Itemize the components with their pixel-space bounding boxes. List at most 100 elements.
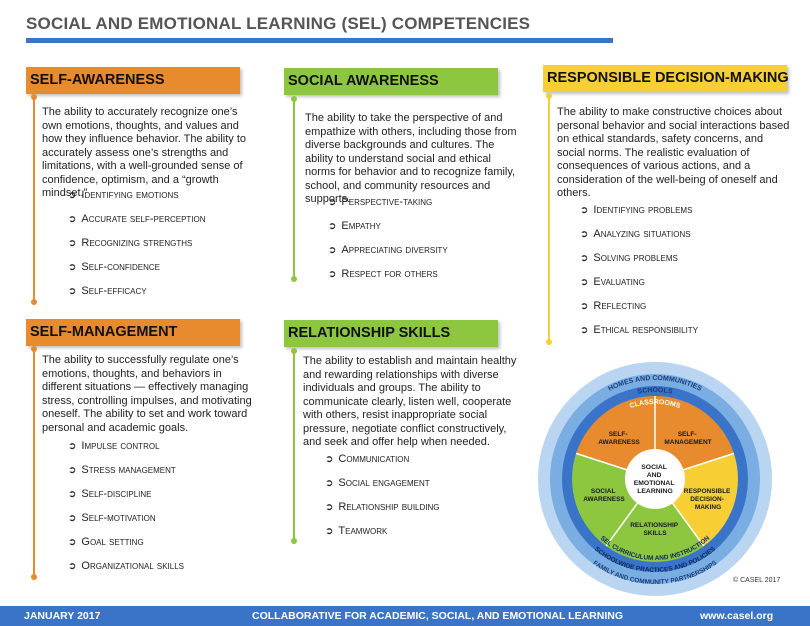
competency-label: Relationship building [338,501,440,513]
arrow-bullet-icon: ➲ [68,441,77,452]
self-awareness-list: ➲Identifying emotions➲Accurate self-perc… [68,188,206,308]
competency-label: Self-discipline [81,488,152,500]
competency-label: Organizational skills [81,560,184,572]
arrow-bullet-icon: ➲ [325,454,334,465]
competency-item: ➲ Reflecting [580,299,698,323]
competency-label: Social engagement [338,477,430,489]
competency-item: ➲ Impulse control [68,439,184,463]
social-awareness-list: ➲Perspective-taking➲Empathy➲Appreciating… [328,195,448,291]
competency-label: Analyzing situations [593,228,691,240]
competency-label: Teamwork [338,525,388,537]
arrow-bullet-icon: ➲ [68,238,77,249]
arrow-bullet-icon: ➲ [580,229,589,240]
arrow-bullet-icon: ➲ [68,262,77,273]
center-label: SOCIAL AND EMOTIONAL LEARNING [634,464,677,495]
competency-item: ➲ Teamwork [325,524,439,548]
competency-item: ➲Empathy [328,219,448,243]
competency-item: ➲ Perspective-taking [328,195,448,219]
segment-label-social: SOCIAL AWARENESS [583,488,625,503]
competency-item: ➲ Self-efficacy [68,284,206,308]
competency-item: ➲Stress management [68,463,184,487]
competency-label: Solving problems [593,252,678,264]
competency-item: ➲ Respect for others [328,267,448,291]
ring-label-classrooms: CLASSROOMS [629,399,682,410]
competency-label: Goal setting [81,536,144,548]
self-management-heading: SELF-MANAGEMENT [26,319,240,346]
page-title: SOCIAL AND EMOTIONAL LEARNING (SEL) COMP… [26,14,531,33]
social-awareness-heading: SOCIAL AWARENESS [284,68,498,95]
footer-organization: COLLABORATIVE FOR ACADEMIC, SOCIAL, AND … [252,610,623,622]
competency-item: ➲ Social engagement [325,476,439,500]
self-management-line [31,346,37,580]
self-management-list: ➲Impulse control➲Stress management➲Self-… [68,439,184,583]
competency-label: Evaluating [593,276,645,288]
competency-item: ➲Identifying emotions [68,188,206,212]
competency-item: ➲ Analyzing situations [580,227,698,251]
competency-item: ➲ Self-discipline [68,487,184,511]
self-awareness-heading: SELF-AWARENESS [26,67,240,94]
competency-item: ➲ Recognizing strengths [68,236,206,260]
arrow-bullet-icon: ➲ [68,465,77,476]
responsible-decision-making-line [546,93,552,345]
arrow-bullet-icon: ➲ [68,286,77,297]
segment-label-relationship: RELATIONSHIP SKILLS [630,522,680,537]
self-awareness-description: The ability to accurately recognize one’… [42,106,247,199]
responsible-decision-making-list: ➲Identifying problems ➲ Analyzing situatio… [580,203,698,347]
competency-item: ➲ Communication [325,452,439,476]
relationship-skills-heading: RELATIONSHIP SKILLS [284,320,498,347]
competency-label: Self-confidence [81,261,160,273]
competency-item: ➲ Relationship building [325,500,439,524]
competency-label: Accurate self-perception [81,213,206,225]
arrow-bullet-icon: ➲ [328,245,337,256]
competency-label: Respect for others [341,268,438,280]
arrow-bullet-icon: ➲ [328,221,337,232]
arrow-bullet-icon: ➲ [325,526,334,537]
competency-item: ➲ Accurate self-perception [68,212,206,236]
arrow-bullet-icon: ➲ [325,502,334,513]
footer-date: JANUARY 2017 [24,610,101,622]
arrow-bullet-icon: ➲ [68,214,77,225]
relationship-skills-description: The ability to establish and maintain he… [303,355,517,448]
arrow-bullet-icon: ➲ [328,269,337,280]
competency-label: Self-motivation [81,512,156,524]
segment-relationship-skills [606,479,704,562]
arrow-bullet-icon: ➲ [580,301,589,312]
competency-label: Ethical responsibility [593,324,699,336]
title-underline [26,38,613,43]
relationship-skills-line [291,348,297,544]
competency-item: ➲ Evaluating [580,275,698,299]
footer-website[interactable]: www.casel.org [700,610,774,622]
arrow-bullet-icon: ➲ [325,478,334,489]
arrow-bullet-icon: ➲ [68,489,77,500]
competency-item: ➲ Appreciating diversity [328,243,448,267]
arrow-bullet-icon: ➲ [328,197,337,208]
competency-item: ➲ Organizational skills [68,559,184,583]
social-awareness-description: The ability to take the perspective of a… [305,112,517,205]
self-awareness-line [31,94,37,305]
self-management-description: The ability to successfully regulate one… [42,354,252,434]
center-circle [625,449,685,509]
competency-label: Recognizing strengths [81,237,193,249]
competency-label: Self-efficacy [81,285,147,297]
social-awareness-line [291,96,297,282]
competency-label: Impulse control [81,440,160,452]
competency-item: ➲Solving problems [580,251,698,275]
competency-label: Communication [338,453,410,465]
competency-label: Reflecting [593,300,647,312]
competency-item: ➲ Self-confidence [68,260,206,284]
arrow-bullet-icon: ➲ [68,190,77,201]
segment-label-self-awareness: SELF- AWARENESS [598,431,640,446]
footer-bar: JANUARY 2017 COLLABORATIVE FOR ACADEMIC,… [0,606,810,626]
competency-item: ➲ Ethical responsibility [580,323,698,347]
arrow-bullet-icon: ➲ [580,277,589,288]
competency-label: Perspective-taking [341,196,433,208]
competency-item: ➲Identifying problems [580,203,698,227]
segment-label-responsible: RESPONSIBLE DECISION- MAKING [684,488,732,511]
arrow-bullet-icon: ➲ [68,513,77,524]
competency-item: ➲Goal setting [68,535,184,559]
arrow-bullet-icon: ➲ [68,561,77,572]
competency-label: Appreciating diversity [341,244,448,256]
relationship-skills-list: ➲ Communication ➲ Social engagement ➲ Relatio… [325,452,439,548]
arrow-bullet-icon: ➲ [580,325,589,336]
competency-item: ➲ Self-motivation [68,511,184,535]
